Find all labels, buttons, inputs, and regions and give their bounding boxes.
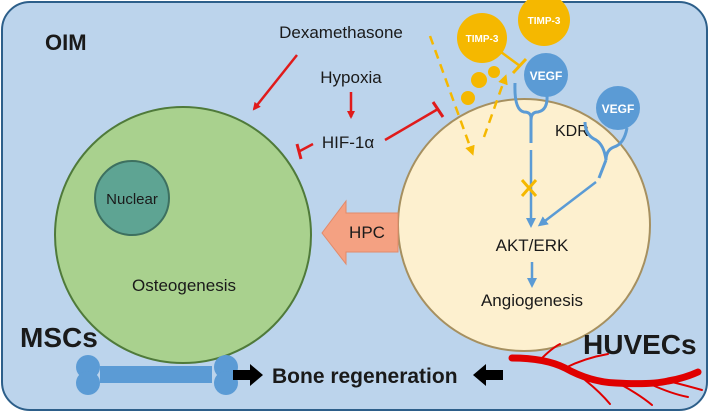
bone-regeneration-label: Bone regeneration [272, 365, 458, 388]
timp3-inhibit-bar [511, 57, 528, 75]
hif-label: HIF-1α [322, 133, 375, 152]
osteogenesis-label: Osteogenesis [132, 276, 236, 295]
hpc-label: HPC [349, 223, 385, 242]
dexamethasone-label: Dexamethasone [279, 23, 403, 42]
timp3-inhibit-line [500, 50, 521, 68]
kdr-receptor-2-right-arm [604, 127, 629, 161]
hpc-arrow [321, 199, 399, 266]
angiogenesis-label: Angiogenesis [481, 291, 583, 310]
vegf-circle-1 [524, 53, 568, 97]
timp3-dot-1 [471, 72, 487, 88]
hif-inhibit-bar [431, 101, 445, 118]
kdr-receptor-1-right-arm [529, 94, 549, 121]
dexamethasone-arrow [252, 54, 298, 111]
timp3-label-2: TIMP-3 [528, 16, 561, 27]
kdr-receptor-2-stem [597, 159, 608, 179]
kdr-2-signal-arrow [537, 181, 597, 227]
timp3-circle-1 [457, 13, 507, 63]
huvec-cell [397, 98, 651, 352]
bone-icon [76, 355, 238, 395]
timp3-dot-2 [488, 66, 500, 78]
oim-label: OIM [45, 30, 87, 55]
dashed-arrow-down [428, 35, 475, 156]
vegf-circle-2 [596, 86, 640, 130]
mscs-label: MSCs [20, 322, 98, 353]
akt-erk-label: AKT/ERK [496, 236, 569, 255]
dashed-arrow-up [482, 74, 508, 138]
nucleus [94, 160, 170, 236]
nuclear-label: Nuclear [106, 191, 158, 208]
kdr-receptor-2-left-arm [583, 121, 608, 161]
vegf-label-2: VEGF [602, 102, 635, 116]
timp3-dot-3 [461, 91, 475, 105]
vegf-label-1: VEGF [530, 69, 563, 83]
hif-msc-inhibit-line [297, 142, 314, 154]
blood-vessel-icon [508, 343, 703, 406]
right-arrow [233, 364, 263, 386]
hif-inhibit-line [384, 107, 439, 142]
kdr-label: KDR [555, 123, 589, 140]
timp3-circle-2 [518, 0, 570, 46]
hif-msc-inhibit-bar [295, 143, 303, 160]
timp3-label-1: TIMP-3 [466, 34, 499, 45]
left-arrow [473, 364, 503, 386]
block-x-2 [520, 179, 538, 197]
hypoxia-label: Hypoxia [320, 68, 382, 87]
